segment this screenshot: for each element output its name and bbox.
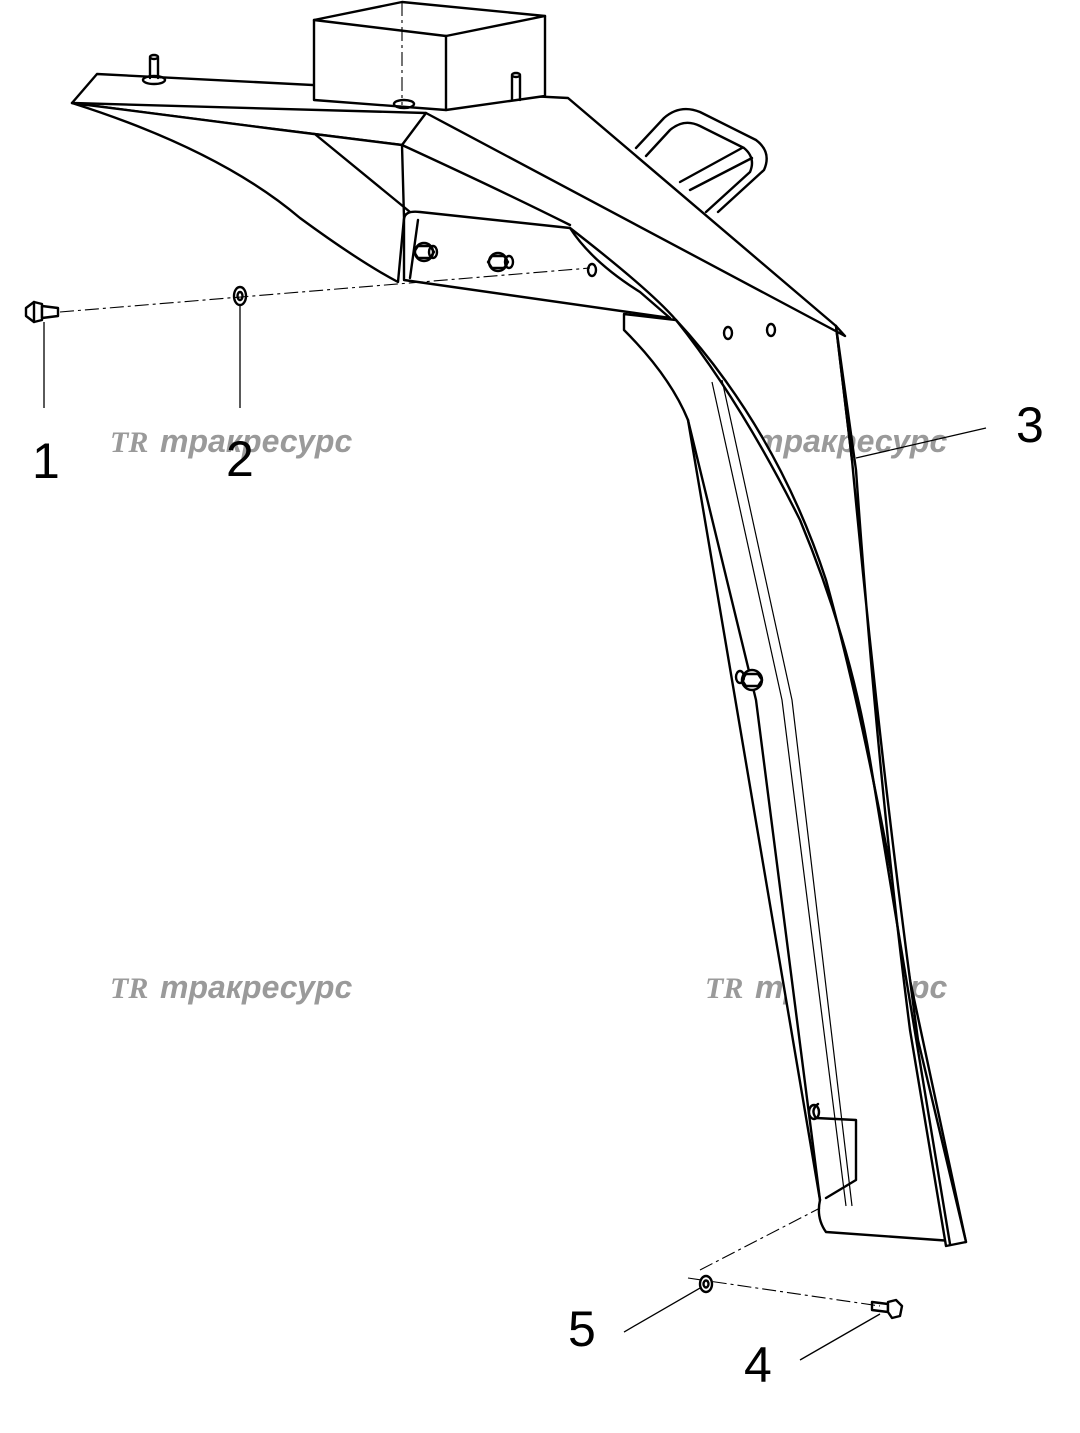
part-label-1: 1 [32,433,60,489]
leader-3 [855,427,987,459]
grab-handle [634,107,768,214]
bolt-part-4 [870,1298,904,1320]
watermark-top-left: TR тракресурс [110,423,352,459]
top-box [312,0,547,112]
watermark-logo: TR [110,426,148,459]
stud-left [141,53,167,86]
axis-upper [59,267,591,313]
bolt-part-1 [24,300,60,324]
plate-bolt-1 [412,241,439,263]
part-label-2: 2 [226,431,254,487]
washer-part-2 [232,285,248,307]
watermark-text: тракресурс [160,969,352,1005]
arm-bolt [734,668,764,692]
leader-5 [623,1287,701,1333]
leader-4 [799,1313,881,1361]
part-label-5: 5 [568,1301,596,1357]
axis-lower-diagonal [699,1207,821,1271]
part-label-3: 3 [1016,397,1044,453]
watermark-bottom-left: TR тракресурс [110,969,352,1005]
watermark-text: тракресурс [160,423,352,459]
stud-right [510,71,522,102]
watermark-logo: TR [705,972,743,1005]
plate-bolt-2 [486,251,515,273]
washer-part-5 [698,1274,714,1294]
fender-bracket [70,0,968,1248]
axis-lower [687,1277,881,1307]
watermark-logo: TR [110,972,148,1005]
part-label-4: 4 [744,1337,772,1393]
